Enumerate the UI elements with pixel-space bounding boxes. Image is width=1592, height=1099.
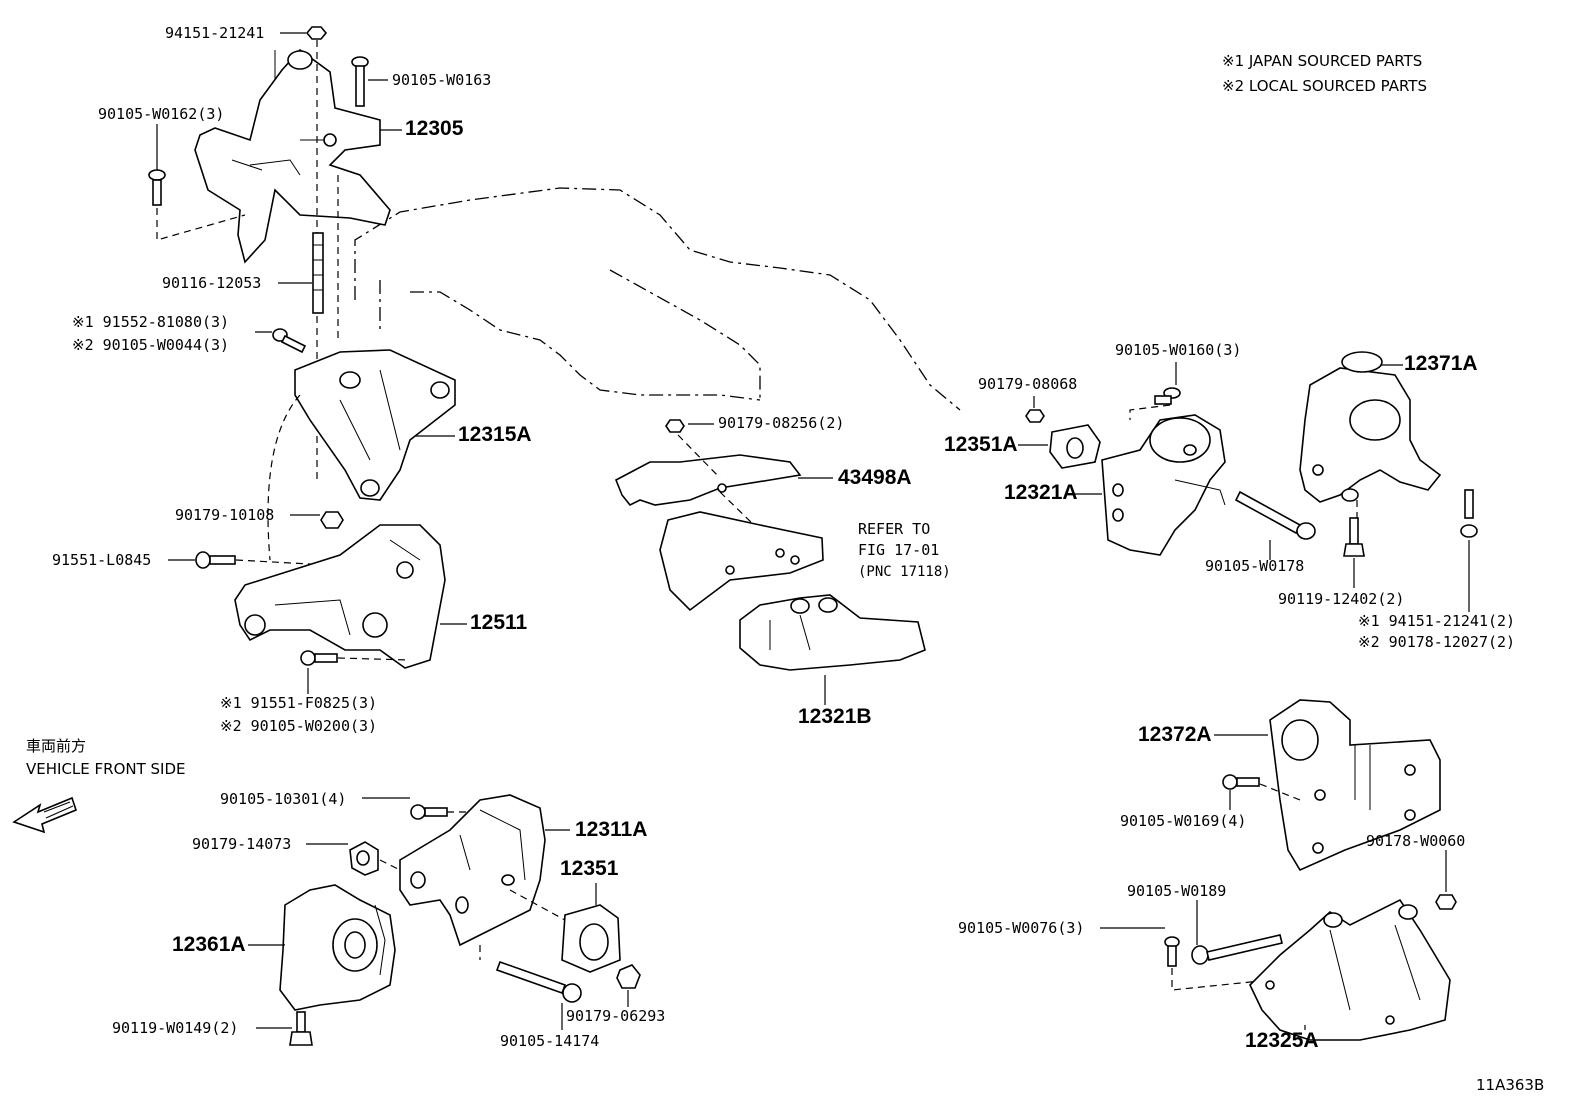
label-90179-08068: 90179-08068	[978, 375, 1078, 393]
refer-line-1: REFER TO	[858, 520, 931, 538]
bracket-12321B	[739, 594, 926, 671]
bracket-12321B-top	[659, 511, 824, 612]
label-90179-06293: 90179-06293	[566, 1007, 666, 1025]
nut-90179-06293	[616, 964, 641, 989]
bolt-90105-W0076	[1164, 936, 1271, 991]
bracket-12511	[234, 524, 446, 669]
label-12372A: 12372A	[1138, 723, 1212, 746]
label-12311A: 12311A	[575, 818, 648, 841]
bolt-90105-W0169	[1222, 774, 1301, 801]
bolt-90105-14174	[479, 945, 582, 1003]
nut-90179-14073	[349, 841, 379, 876]
nut-90178-W0060	[1435, 894, 1457, 910]
label-90105-10301: 90105-10301(4)	[220, 790, 347, 808]
label-12351: 12351	[560, 857, 619, 880]
label-90105-W0163: 90105-W0163	[392, 71, 492, 89]
label-12511: 12511	[470, 611, 528, 634]
bolt-90105-W0160	[1129, 387, 1181, 420]
label-12321B: 12321B	[798, 705, 872, 728]
refer-line-2: FIG 17-01	[858, 541, 940, 559]
label-90105-W0076: 90105-W0076(3)	[958, 919, 1085, 937]
bolt-90105-W0189	[1191, 934, 1283, 965]
label-90178-12027: ※2 90178-12027(2)	[1358, 633, 1516, 651]
legend-japan-sourced: ※1 JAPAN SOURCED PARTS	[1222, 52, 1423, 70]
label-12325A: 12325A	[1245, 1029, 1319, 1052]
label-90179-14073: 90179-14073	[192, 835, 292, 853]
bolt-94151-21241-2	[1460, 489, 1478, 538]
bolt-91551-L0845	[195, 551, 421, 571]
label-90105-W0044: ※2 90105-W0044(3)	[72, 336, 230, 354]
bolt-90119-12402	[1343, 517, 1365, 557]
label-12321A: 12321A	[1004, 481, 1078, 504]
mount-12371A	[1299, 351, 1442, 520]
leader-lines	[156, 32, 1470, 1030]
label-12305: 12305	[405, 117, 464, 140]
bolt-90105-W0163	[351, 56, 369, 107]
stud-90116-12053	[312, 175, 339, 340]
figure-code: 11A363B	[1476, 1076, 1545, 1094]
label-90179-08256: 90179-08256(2)	[718, 414, 845, 432]
label-90105-W0178: 90105-W0178	[1205, 557, 1305, 575]
cover-43498A	[614, 454, 802, 507]
refer-line-3: (PNC 17118)	[858, 564, 951, 580]
label-91551-F0825: ※1 91551-F0825(3)	[220, 694, 378, 712]
label-90116-12053: 90116-12053	[162, 274, 262, 292]
bolt-90119-W0149	[289, 1011, 313, 1046]
engine-outline	[354, 187, 961, 411]
label-90179-10108: 90179-10108	[175, 506, 275, 524]
bushing-12351	[509, 889, 621, 973]
vehicle-front-jp: 車両前方	[26, 737, 87, 755]
label-12371A: 12371A	[1404, 352, 1478, 375]
label-90105-W0162: 90105-W0162(3)	[98, 105, 225, 123]
label-12361A: 12361A	[172, 933, 246, 956]
label-12315A: 12315A	[458, 423, 532, 446]
mount-12372A	[1269, 699, 1441, 872]
label-90105-14174: 90105-14174	[500, 1032, 600, 1050]
label-91552-81080: ※1 91552-81080(3)	[72, 313, 230, 331]
label-90178-W0060: 90178-W0060	[1366, 832, 1466, 850]
bolt-90105-W0178	[1234, 490, 1316, 540]
label-91551-L0845: 91551-L0845	[52, 551, 152, 569]
label-90105-W0160: 90105-W0160(3)	[1115, 341, 1242, 359]
label-12351A: 12351A	[944, 433, 1018, 456]
bracket-12311A	[379, 794, 546, 947]
engine-mount-12305	[194, 48, 391, 264]
nut-90179-08068	[1025, 409, 1045, 423]
label-90119-W0149: 90119-W0149(2)	[112, 1019, 239, 1037]
label-43498A: 43498A	[838, 466, 912, 489]
vehicle-front-en: VEHICLE FRONT SIDE	[26, 760, 186, 778]
bracket-12315A	[267, 349, 456, 561]
bracket-12321A	[1101, 414, 1226, 556]
mount-12361A	[279, 884, 396, 1011]
bracket-12325A	[1249, 898, 1451, 1041]
bushing-12351A	[1049, 424, 1101, 469]
label-94151-21241: 94151-21241	[165, 24, 265, 42]
nut-90179-10108	[320, 511, 344, 529]
label-94151-21241-2: ※1 94151-21241(2)	[1358, 612, 1516, 630]
bolt-91552-81080	[272, 328, 307, 354]
label-90105-W0189: 90105-W0189	[1127, 882, 1227, 900]
bolt-91551-F0825	[300, 650, 411, 666]
label-90119-12402: 90119-12402(2)	[1278, 590, 1405, 608]
label-90105-W0169: 90105-W0169(4)	[1120, 812, 1247, 830]
legend-local-sourced: ※2 LOCAL SOURCED PARTS	[1222, 77, 1427, 95]
front-direction-arrow-icon	[12, 796, 77, 834]
label-90105-W0200: ※2 90105-W0200(3)	[220, 717, 378, 735]
